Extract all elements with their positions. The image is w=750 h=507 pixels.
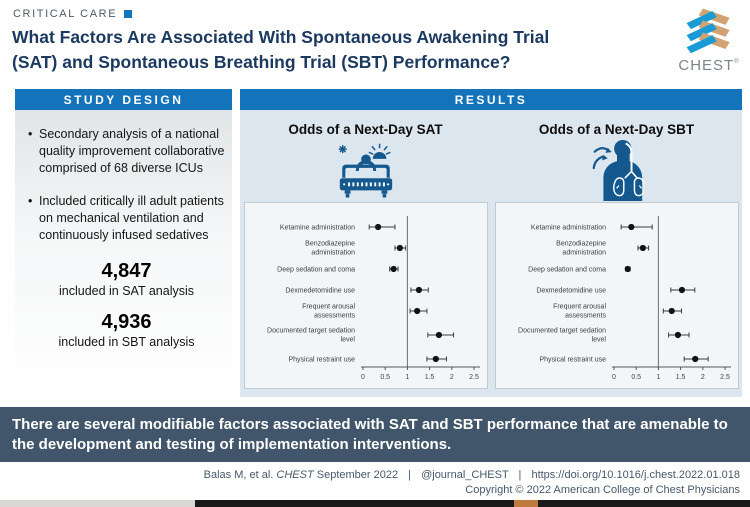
svg-text:2: 2 xyxy=(700,374,704,381)
svg-text:0: 0 xyxy=(361,374,365,381)
sat-count-value: 4,847 xyxy=(101,260,152,282)
waking-patient-bed-icon xyxy=(334,138,398,202)
chest-logo: CHEST® xyxy=(676,5,742,74)
study-design-bullet-list: Secondary analysis of a national quality… xyxy=(27,126,226,244)
copyright-line: Copyright © 2022 American College of Che… xyxy=(465,484,740,496)
svg-text:1.5: 1.5 xyxy=(424,374,434,381)
bottom-photo-strip xyxy=(0,500,750,507)
strip-segment-orange xyxy=(513,500,538,507)
svg-text:0.5: 0.5 xyxy=(631,374,641,381)
page-title-line2: (SAT) and Spontaneous Breathing Trial (S… xyxy=(12,52,511,72)
svg-text:Ketamine administration: Ketamine administration xyxy=(279,225,354,232)
study-design-header: STUDY DESIGN xyxy=(15,89,232,110)
conclusion-banner: There are several modifiable factors ass… xyxy=(0,407,750,462)
sbt-count-stat: 4,936 included in SBT analysis xyxy=(27,311,226,349)
citation-date: September 2022 xyxy=(316,469,399,481)
eyebrow-label: CRITICAL CARE xyxy=(13,8,118,20)
sat-count-stat: 4,847 included in SAT analysis xyxy=(27,260,226,298)
svg-text:Ketamine administration: Ketamine administration xyxy=(530,225,605,232)
svg-text:Dexmedetomidine use: Dexmedetomidine use xyxy=(536,288,606,295)
results-header: RESULTS xyxy=(240,89,742,110)
journal-name: CHEST xyxy=(276,469,314,481)
svg-text:1: 1 xyxy=(656,374,660,381)
chest-logo-mark xyxy=(686,8,730,54)
citation-authors: Balas M, et al. xyxy=(203,469,274,481)
svg-text:0.5: 0.5 xyxy=(380,374,390,381)
svg-text:Physical restraint use: Physical restraint use xyxy=(539,357,606,364)
lungs-airway-icon xyxy=(590,138,644,202)
svg-text:0: 0 xyxy=(612,374,616,381)
sbt-panel-title: Odds of a Next-Day SBT xyxy=(538,122,695,137)
eyebrow-square-icon xyxy=(124,10,133,18)
svg-text:2: 2 xyxy=(449,374,453,381)
sat-panel: Odds of a Next-Day SAT xyxy=(240,110,491,397)
sbt-count-value: 4,936 xyxy=(101,311,152,333)
sat-count-label: included in SAT analysis xyxy=(58,284,195,298)
sbt-panel: Odds of a Next-Day SBT xyxy=(491,110,742,397)
separator: | xyxy=(408,469,412,481)
study-bullet: Included critically ill adult patients o… xyxy=(28,193,226,244)
sat-panel-title: Odds of a Next-Day SAT xyxy=(288,122,443,137)
strip-segment-gray xyxy=(0,500,195,507)
svg-text:1: 1 xyxy=(405,374,409,381)
section-eyebrow: CRITICAL CARE xyxy=(13,8,133,20)
study-design-body: Secondary analysis of a national quality… xyxy=(15,110,232,397)
svg-text:2.5: 2.5 xyxy=(720,374,730,381)
conclusion-text: There are several modifiable factors ass… xyxy=(12,416,728,453)
svg-text:1.5: 1.5 xyxy=(675,374,685,381)
chest-logo-text: CHEST® xyxy=(678,57,740,74)
citation-line: Balas M, et al. CHEST September 2022 | @… xyxy=(204,469,740,481)
page-title-line1: What Factors Are Associated With Spontan… xyxy=(12,27,550,47)
doi-link: https://doi.org/10.1016/j.chest.2022.01.… xyxy=(531,469,740,481)
study-bullet: Secondary analysis of a national quality… xyxy=(28,126,226,177)
results-body: Odds of a Next-Day SAT xyxy=(240,110,742,397)
svg-text:2.5: 2.5 xyxy=(469,374,479,381)
results-section: RESULTS Odds of a Next-Day SAT xyxy=(240,89,742,397)
sbt-count-label: included in SBT analysis xyxy=(58,335,195,349)
svg-text:Deep sedation and coma: Deep sedation and coma xyxy=(528,267,606,274)
svg-text:Dexmedetomidine use: Dexmedetomidine use xyxy=(285,288,355,295)
twitter-handle: @journal_CHEST xyxy=(421,469,509,481)
page-title: What Factors Are Associated With Spontan… xyxy=(12,25,672,75)
study-design-section: STUDY DESIGN Secondary analysis of a nat… xyxy=(15,89,232,397)
separator: | xyxy=(518,469,522,481)
svg-text:Physical restraint use: Physical restraint use xyxy=(288,357,355,364)
svg-text:Deep sedation and coma: Deep sedation and coma xyxy=(277,267,355,274)
registered-mark: ® xyxy=(734,59,740,65)
